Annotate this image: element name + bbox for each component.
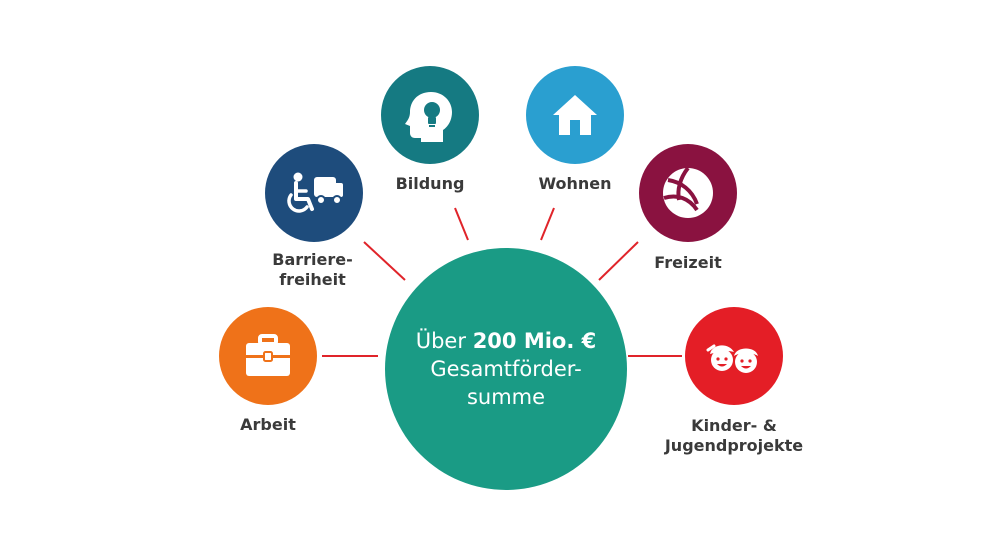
connector-wohnen	[540, 207, 555, 241]
total-funding-circle: Über 200 Mio. € Gesamtförder- summe	[385, 248, 627, 490]
total-funding-line1: Über 200 Mio. €	[416, 327, 597, 355]
briefcase-icon	[246, 334, 290, 376]
kinder-jugend-label: Kinder- & Jugendprojekte	[660, 416, 808, 456]
total-funding-line3: summe	[466, 385, 546, 409]
kinder-jugend-node	[685, 307, 783, 405]
barrierefreiheit-node	[265, 144, 363, 242]
connector-freizeit	[598, 241, 639, 281]
house-icon	[553, 95, 597, 135]
barrierefreiheit-label-line2: freiheit	[279, 270, 346, 289]
head-lightbulb-icon	[405, 92, 452, 142]
bildung-label-line: Bildung	[395, 174, 465, 193]
freizeit-label: Freizeit	[639, 253, 737, 273]
bildung-node	[381, 66, 479, 164]
connector-barrierefreiheit	[363, 241, 406, 281]
wohnen-label: Wohnen	[526, 174, 624, 194]
children-faces-icon	[706, 344, 758, 373]
wohnen-label-line: Wohnen	[538, 174, 612, 193]
total-funding-line2: Gesamtförder-	[430, 357, 582, 381]
total-funding-prefix: Über	[415, 329, 466, 353]
connector-bildung	[454, 207, 469, 241]
arbeit-node	[219, 307, 317, 405]
kinder-jugend-label-line2: Jugendprojekte	[664, 436, 804, 455]
kinder-jugend-label-line1: Kinder- &	[691, 416, 777, 435]
arbeit-label-line: Arbeit	[240, 415, 296, 434]
wheelchair-vehicle-icon	[287, 172, 343, 213]
arbeit-label: Arbeit	[219, 415, 317, 435]
barrierefreiheit-label-line1: Barriere-	[272, 250, 353, 269]
bildung-label: Bildung	[381, 174, 479, 194]
freizeit-node	[639, 144, 737, 242]
beach-ball-icon	[663, 166, 713, 218]
freizeit-label-line: Freizeit	[654, 253, 722, 272]
wohnen-node	[526, 66, 624, 164]
barrierefreiheit-label: Barriere- freiheit	[255, 250, 370, 290]
total-funding-amount: 200 Mio. €	[472, 329, 597, 353]
